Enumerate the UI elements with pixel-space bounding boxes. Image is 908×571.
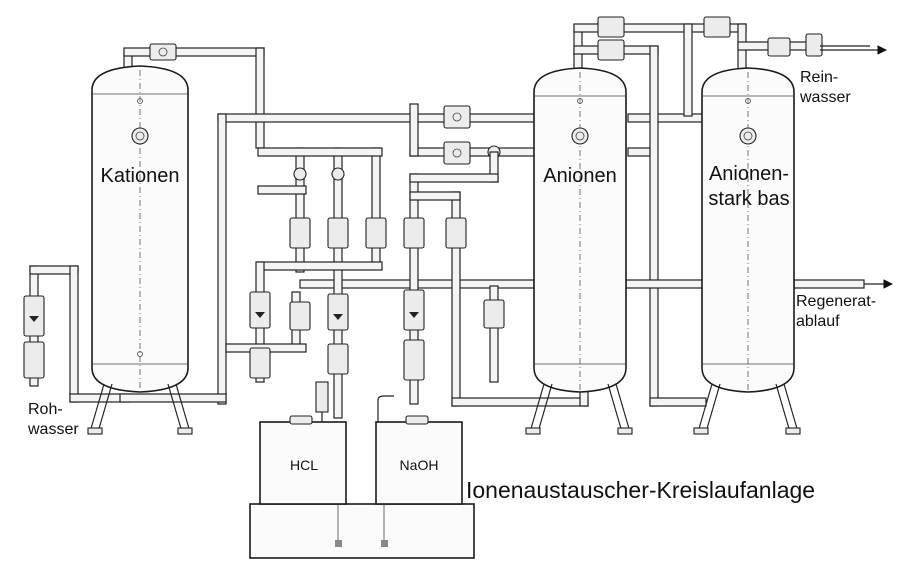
vessel-anionen: [525, 67, 633, 435]
top-valve: [149, 43, 177, 61]
label-reinwasser-1: Rein-: [800, 69, 838, 86]
pipe-network: [23, 16, 893, 419]
label-rohwasser-1: Roh-: [28, 401, 63, 418]
vessel-anionen-stark: [693, 67, 801, 435]
column-valves: [249, 167, 505, 381]
label-regenerat-1: Regenerat-: [796, 293, 876, 310]
label-kationen: Kationen: [101, 165, 180, 187]
label-hcl: HCL: [290, 457, 318, 473]
label-reinwasser-2: wasser: [799, 89, 851, 106]
label-rohwasser-2: wasser: [27, 421, 79, 438]
inlet-valves: [23, 295, 45, 379]
vessel-kationen: [87, 65, 193, 435]
label-regenerat-2: ablauf: [796, 313, 840, 330]
header-valve-2: [443, 141, 471, 165]
flowmeter-marks: [255, 312, 419, 320]
label-naoh: NaOH: [400, 457, 439, 473]
label-anionen-stark-2: stark bas: [708, 188, 789, 210]
manifold-valves: [597, 16, 823, 61]
chemical-tanks: [249, 381, 475, 559]
diagram-title: Ionenaustauscher-Kreislaufanlage: [466, 477, 815, 503]
label-anionen-stark-1: Anionen-: [709, 163, 789, 185]
label-anionen: Anionen: [543, 165, 616, 187]
header-valve-1: [443, 105, 471, 129]
